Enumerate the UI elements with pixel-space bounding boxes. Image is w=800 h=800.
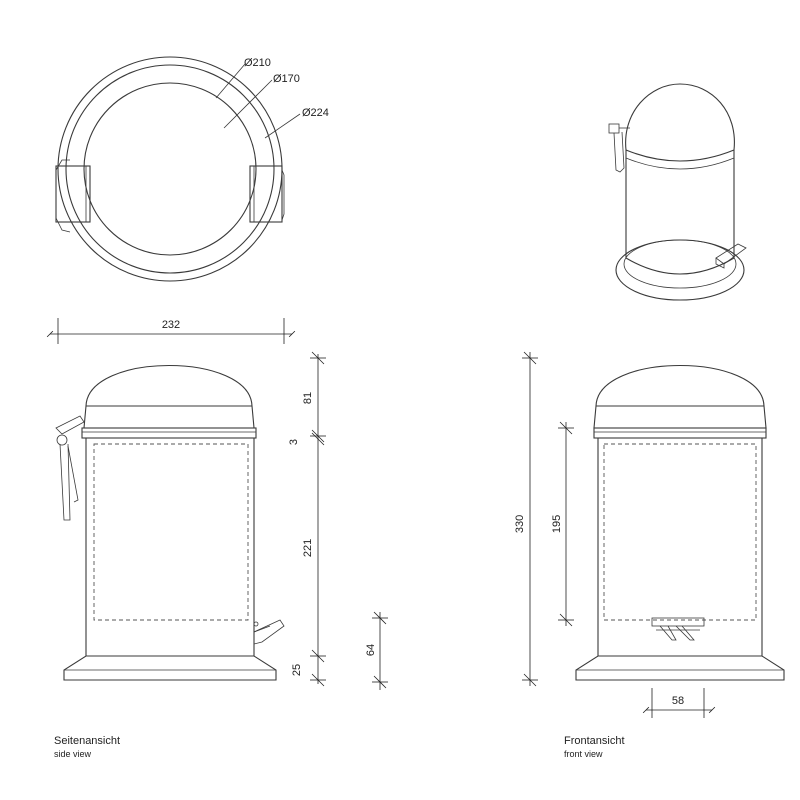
persp-base-inner — [623, 239, 737, 289]
label-base-height: 25 — [291, 664, 303, 676]
caption-side-view-de: Seitenansicht — [54, 735, 121, 747]
label-lid-height: 81 — [302, 392, 314, 404]
side-base — [63, 655, 277, 681]
top-left-clip — [55, 159, 91, 233]
side-view — [55, 365, 285, 681]
label-d224: Ø224 — [302, 107, 329, 119]
leader-d170 — [223, 79, 273, 129]
front-pedal — [651, 617, 705, 641]
front-lid-dome — [595, 365, 765, 407]
caption-front-view-de: Frontansicht — [564, 735, 625, 747]
caption-front-view: Frontansicht front view — [564, 735, 625, 759]
front-lid-skirt — [593, 405, 767, 429]
side-lid-skirt — [83, 405, 255, 429]
caption-side-view: Seitenansicht side view — [54, 735, 120, 759]
side-lid-dome — [85, 365, 253, 407]
persp-hinge — [608, 123, 630, 173]
side-hinge — [55, 415, 85, 521]
top-view: Ø210 Ø170 Ø224 — [55, 56, 329, 282]
front-base — [575, 655, 785, 681]
top-outer-ring — [57, 56, 283, 282]
label-insert-height: 195 — [551, 515, 563, 533]
label-pedal-width: 58 — [672, 695, 684, 707]
leader-d224 — [264, 113, 301, 139]
caption-side-view-en: side view — [54, 749, 92, 759]
front-dimensions: 330 195 58 — [514, 351, 716, 718]
side-pedal — [253, 619, 285, 645]
caption-front-view-en: front view — [564, 749, 603, 759]
persp-rim — [625, 149, 735, 162]
label-d170: Ø170 — [273, 73, 300, 85]
persp-pedal — [715, 243, 747, 269]
side-inner-bucket — [93, 443, 249, 621]
side-dimensions: 81 3 221 25 64 — [288, 351, 388, 690]
label-d210: Ø210 — [244, 57, 271, 69]
perspective-view — [608, 83, 747, 301]
label-pedal-height: 64 — [365, 644, 377, 656]
persp-lid — [625, 83, 735, 151]
front-view — [575, 365, 785, 681]
label-total-height: 330 — [514, 515, 526, 533]
top-right-clip — [249, 165, 285, 223]
persp-base-outer — [615, 239, 745, 301]
label-width: 232 — [162, 319, 180, 331]
leader-d210 — [215, 63, 246, 99]
label-body-height: 221 — [302, 539, 314, 557]
front-inner-bucket — [603, 443, 757, 621]
dimension-width: 232 — [46, 318, 296, 344]
top-inner-lid — [83, 82, 257, 256]
top-mid-ring — [65, 64, 275, 274]
front-rim — [593, 427, 767, 439]
side-rim — [81, 427, 257, 439]
label-rim-height: 3 — [288, 439, 300, 445]
